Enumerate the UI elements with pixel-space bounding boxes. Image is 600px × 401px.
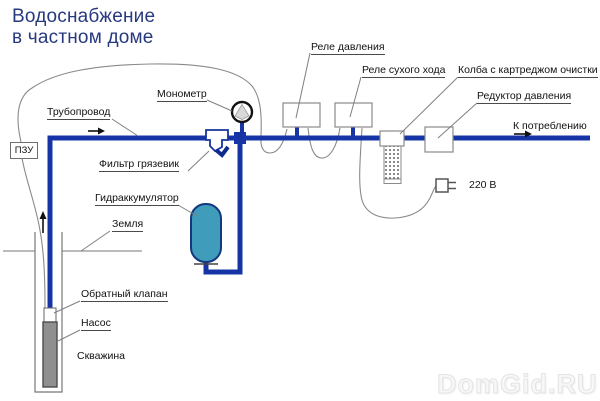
pressure-relay-box xyxy=(282,102,321,128)
flow-arrow-up xyxy=(39,211,47,233)
pzu-box: ПЗУ xyxy=(10,142,38,159)
label-check-valve: Обратный клапан xyxy=(81,288,168,302)
label-dirt-filter: Фильтр грязевик xyxy=(99,158,180,172)
leader-lines xyxy=(53,52,478,342)
label-cartridge-flask: Колба с картреджом очистки xyxy=(458,64,598,78)
label-dry-run-relay: Реле сухого хода xyxy=(362,64,446,78)
page-title: Водоснабжение в частном доме xyxy=(12,6,272,48)
label-hydroaccumulator: Гидраккумулятор xyxy=(95,192,179,206)
label-to-consumption: К потреблению xyxy=(513,120,587,132)
power-plug-icon xyxy=(435,178,456,193)
watermark: DomGid.RU xyxy=(437,369,598,400)
label-pump: Насос xyxy=(81,317,111,331)
page-title-line2: в частном доме xyxy=(12,27,154,48)
pipe-tee-junction xyxy=(234,132,246,144)
dry-run-relay-box xyxy=(334,102,373,128)
hydroaccumulator-tank xyxy=(190,203,222,263)
check-valve xyxy=(43,307,57,323)
label-pressure-reducer: Редуктор давления xyxy=(477,90,572,104)
pressure-gauge-icon xyxy=(230,100,254,124)
wire-pzu-to-pump xyxy=(21,157,46,309)
pipe-main xyxy=(47,135,590,309)
well-casing xyxy=(34,232,63,393)
label-pipeline: Трубопровод xyxy=(47,106,111,120)
page-title-line1: Водоснабжение xyxy=(12,6,156,27)
label-manometer: Монометр xyxy=(157,88,207,102)
label-voltage: 220 В xyxy=(469,179,497,191)
wire-relay-to-plug xyxy=(359,127,437,219)
pressure-reducer-box xyxy=(424,126,454,153)
pump-body xyxy=(42,321,58,388)
dirt-filter-icon xyxy=(205,129,230,158)
label-borehole: Скважина xyxy=(77,350,126,362)
label-pressure-relay: Реле давления xyxy=(311,41,385,55)
consumption-arrow-right xyxy=(514,130,532,138)
wire-pzu-to-pressure-relay xyxy=(17,63,288,154)
cartridge-flask-icon xyxy=(379,130,405,184)
flow-arrow-right xyxy=(88,127,105,135)
pipe-accumulator-branch xyxy=(203,138,243,275)
label-ground: Земля xyxy=(112,218,144,232)
wire-relay-to-relay xyxy=(307,127,341,159)
